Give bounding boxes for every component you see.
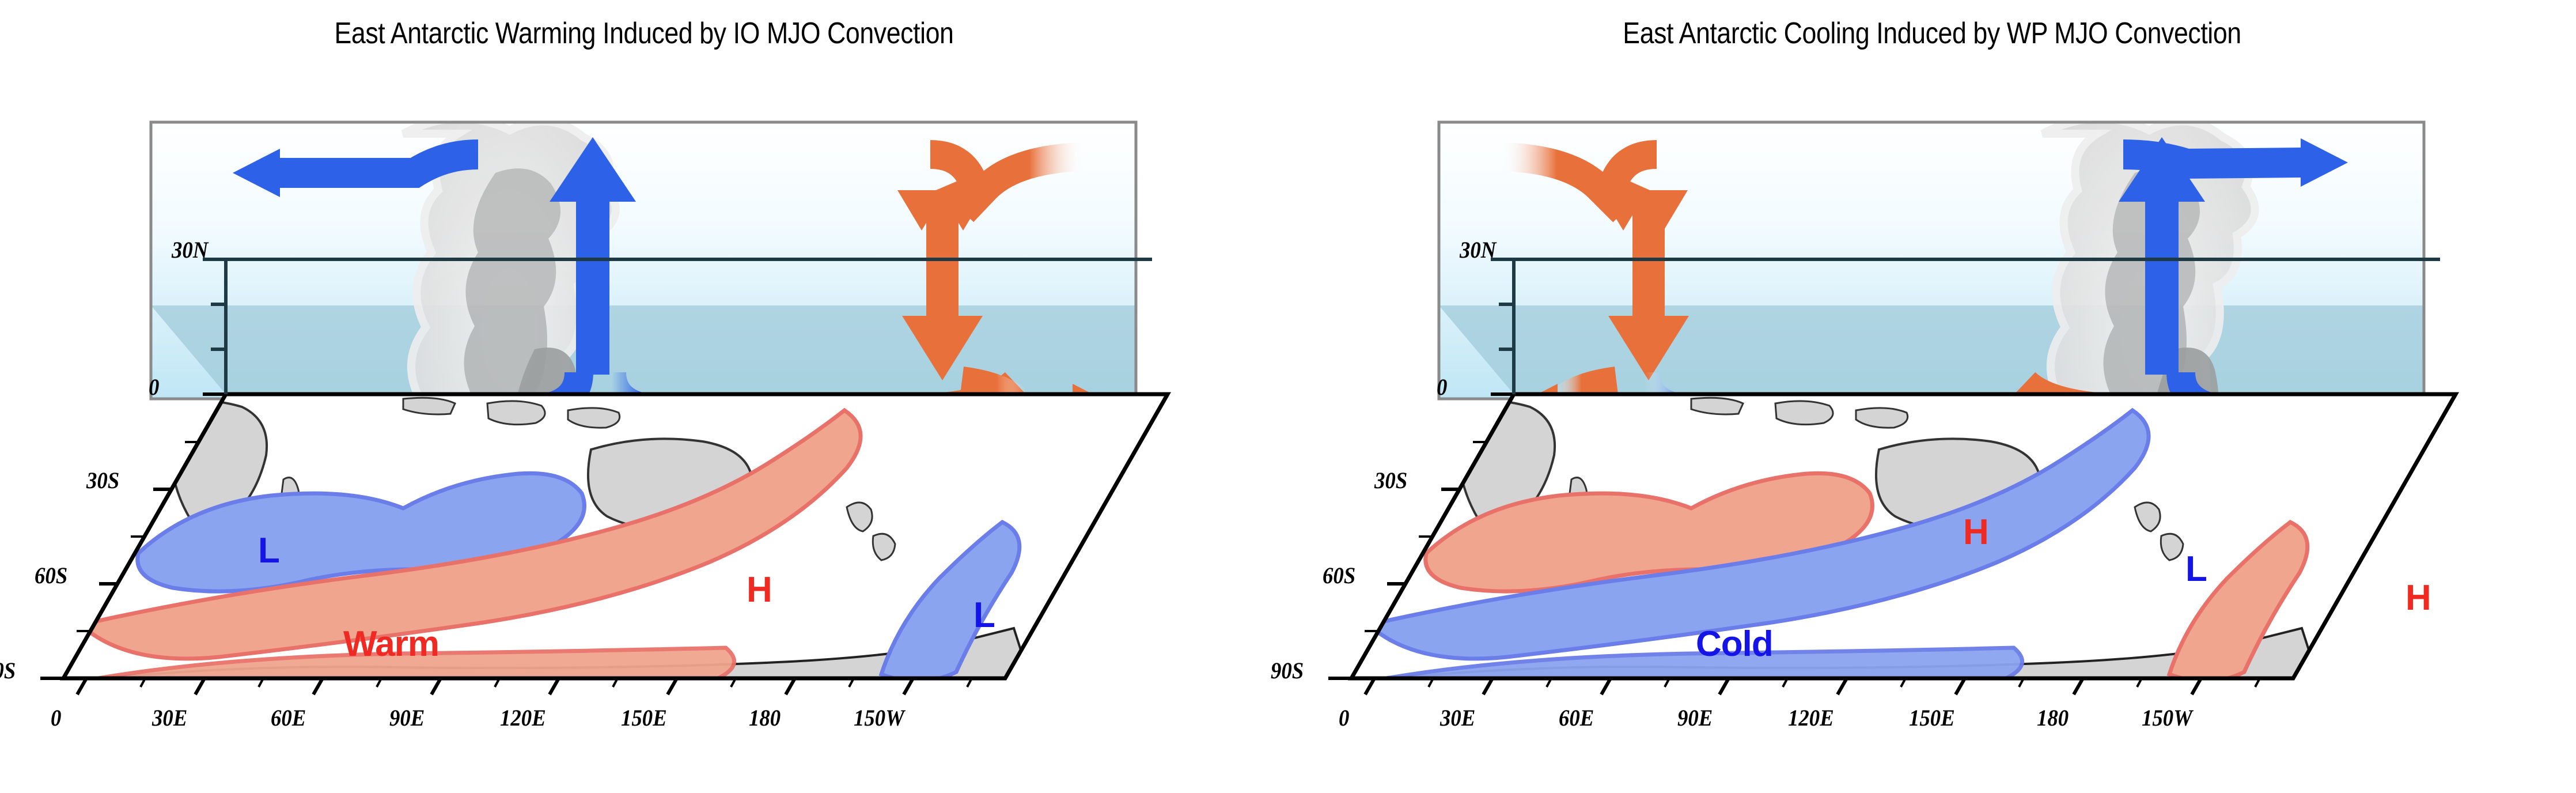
ocean-slab [151,305,1136,394]
map-label-warm: Warm [343,624,440,664]
lat-label-30s: 30S [86,467,120,493]
lon-minor-ticks [1427,678,2261,688]
lat-label-90s: 90S [1271,658,1304,684]
lat-label-0: 0 [149,374,160,400]
lat-label-30n: 30N [172,237,209,263]
lon-label-150w: 150W [854,705,904,731]
map-label-high-center: H [747,570,772,610]
map-label-low-left: L [258,531,280,571]
lon-label-120e: 120E [1788,705,1834,731]
lon-ticks [75,677,915,696]
panel-right-stage: 30N 0 30S 60S 90S 0 30E 60E 90E 120E 150… [1271,0,2576,793]
lon-label-60e: 60E [271,705,306,731]
low-anomaly-right [878,519,1022,678]
map-content [1351,396,2327,678]
lon-label-0: 0 [51,705,62,731]
lat-label-30n: 30N [1460,237,1497,263]
panel-left: East Antarctic Warming Induced by IO MJO… [0,17,1172,731]
lon-label-90e: 90E [1677,705,1713,731]
high-anomaly-right [2166,519,2310,678]
vertical-axis [203,258,1152,394]
panel-right-title: East Antarctic Cooling Induced by WP MJO… [1623,17,2241,50]
lon-label-180: 180 [2037,705,2069,731]
lon-label-60e: 60E [1559,705,1594,731]
panel-right: East Antarctic Cooling Induced by WP MJO… [1271,0,2576,793]
map-label-high-left: H [1963,512,1989,552]
low-anomaly-center [1364,407,2151,661]
lon-label-150e: 150E [621,705,667,731]
map-parallelogram [40,258,1172,696]
vertical-axis [1491,258,2440,394]
lat-ticks [1328,392,1514,680]
lon-label-0: 0 [1339,705,1350,731]
cold-anomaly [1351,645,2025,678]
map-content [63,396,1039,678]
map-label-low-center: L [2185,549,2207,589]
lat-label-30s: 30S [1374,467,1408,493]
lat-label-60s: 60S [1323,562,1356,588]
lat-label-0: 0 [1437,374,1448,400]
map-label-cold: Cold [1696,624,1774,664]
lon-label-150w: 150W [2142,705,2192,731]
lon-ticks [1363,677,2203,696]
lon-label-30e: 30E [1440,705,1476,731]
map-label-low-right: L [973,595,995,635]
panel-left-stage: 30N 0 30S 60S 90S 0 30E 60E 90E 120E 150… [0,120,1172,731]
lat-ticks [40,392,226,680]
map-parallelogram [1328,258,2460,696]
map-label-high-right: H [2405,578,2431,618]
lon-label-120e: 120E [500,705,546,731]
lon-label-180: 180 [749,705,781,731]
lon-label-90e: 90E [389,705,425,731]
lat-label-60s: 60S [35,562,68,588]
warm-anomaly [63,645,737,678]
lon-minor-ticks [139,678,973,688]
lat-label-90s: 90S [0,658,16,684]
lon-label-150e: 150E [1909,705,1955,731]
lon-label-30e: 30E [152,705,188,731]
panel-left-title: East Antarctic Warming Induced by IO MJO… [334,17,954,50]
high-anomaly-center [76,407,863,661]
